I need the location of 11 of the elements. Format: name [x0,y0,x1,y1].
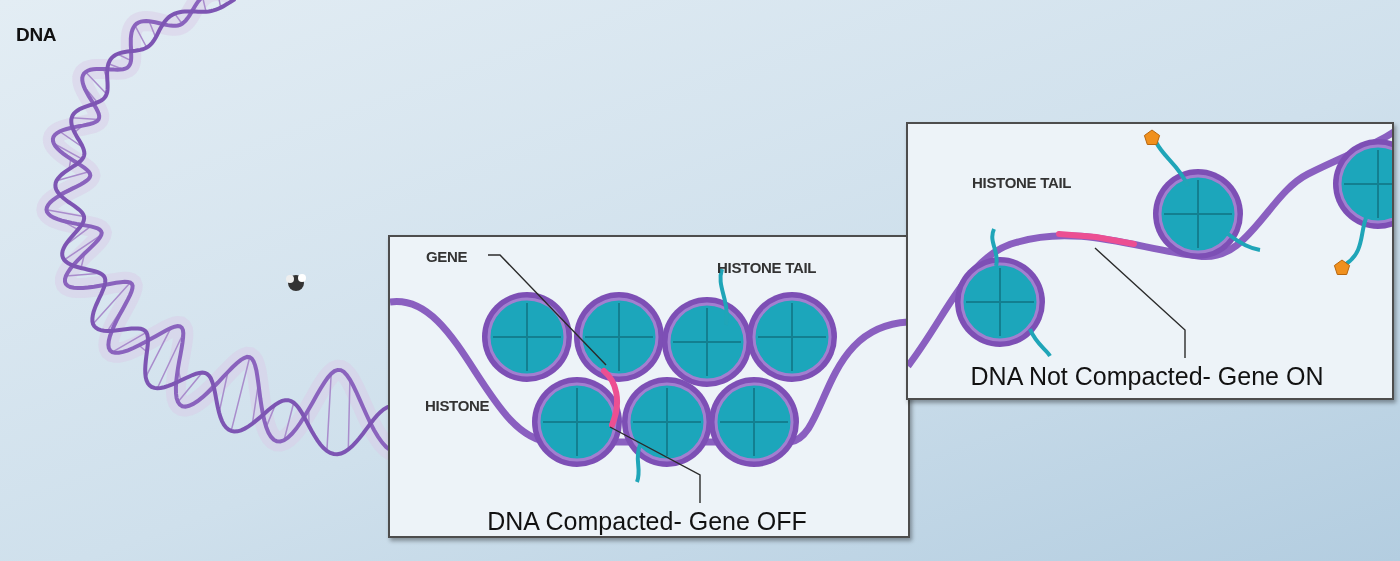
caption-text: DNA Compacted- Gene OFF [462,505,832,536]
leader-line [487,254,607,366]
part-label: HISTONE [425,397,490,414]
part-label: HISTONE TAIL [972,174,1072,191]
part-label: DNA [16,24,57,46]
part-label: HISTONE TAIL [717,259,817,276]
leader-line [1094,247,1186,359]
part-label: GENE [426,247,490,267]
caption-text: DNA Not Compacted- Gene ON [927,360,1367,392]
illustration-panel [388,235,910,538]
leader-line [609,426,701,504]
